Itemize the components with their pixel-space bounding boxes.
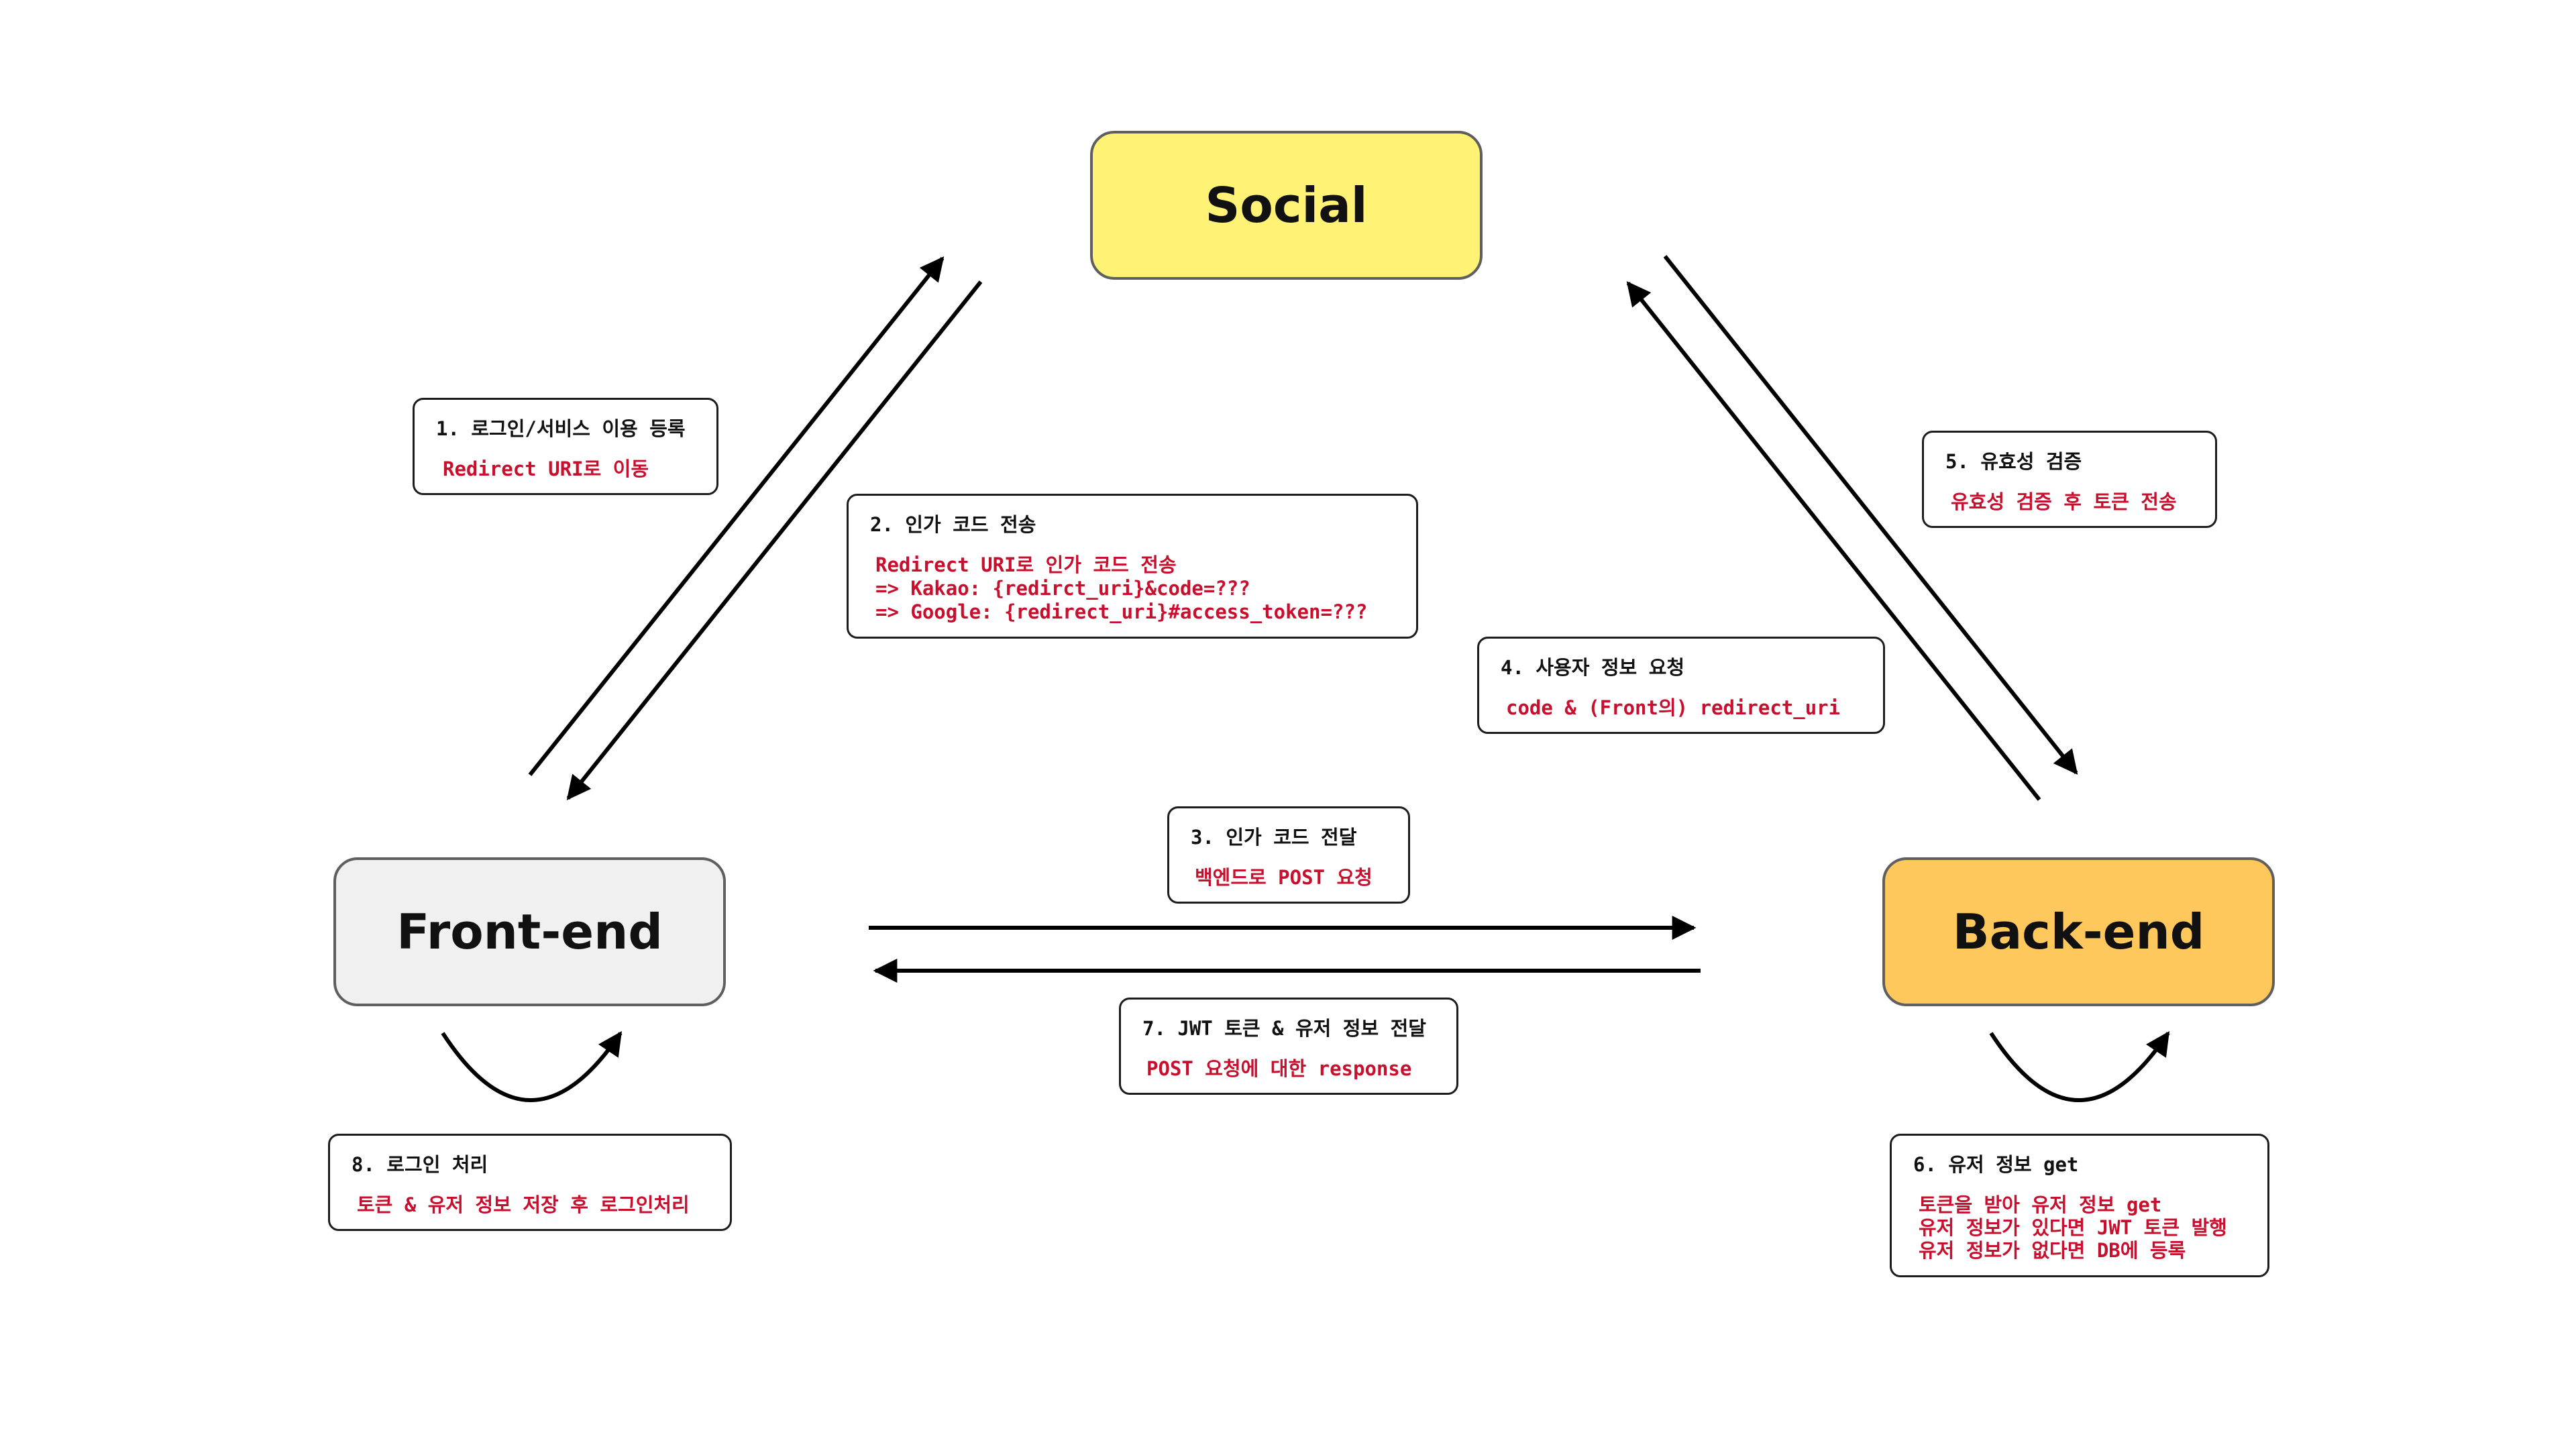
arrow-social-to-backend <box>1663 255 2078 775</box>
step-2-body-line: => Kakao: {redirct_uri}&code=??? <box>875 577 1250 600</box>
step-5-note: 5. 유효성 검증 유효성 검증 후 토큰 전송 <box>1922 431 2217 528</box>
step-8-note: 8. 로그인 처리 토큰 & 유저 정보 저장 후 로그인처리 <box>328 1134 732 1231</box>
backend-label: Back-end <box>1952 904 2205 960</box>
self-loop-frontend <box>441 1031 623 1102</box>
step-1-body-line: Redirect URI로 이동 <box>443 458 649 480</box>
arrow-social-to-frontend <box>566 280 983 800</box>
step-8-body-line: 토큰 & 유저 정보 저장 후 로그인처리 <box>357 1193 690 1216</box>
step-6-body-line: 유저 정보가 있다면 JWT 토큰 발행 <box>1919 1216 2227 1239</box>
step-2-note: 2. 인가 코드 전송 Redirect URI로 인가 코드 전송 => Ka… <box>847 494 1418 639</box>
step-2-body-line: => Google: {redirect_uri}#access_token=?… <box>875 600 1368 623</box>
step-3-title: 3. 인가 코드 전달 <box>1191 826 1357 849</box>
step-3-note: 3. 인가 코드 전달 백엔드로 POST 요청 <box>1167 806 1410 904</box>
step-1-title: 1. 로그인/서비스 이용 등록 <box>436 417 686 440</box>
step-8-title: 8. 로그인 처리 <box>352 1153 488 1176</box>
step-3-body-line: 백엔드로 POST 요청 <box>1195 866 1373 889</box>
backend-node: Back-end <box>1882 857 2275 1006</box>
step-4-note: 4. 사용자 정보 요청 code & (Front의) redirect_ur… <box>1477 637 1885 734</box>
frontend-node: Front-end <box>333 857 726 1006</box>
step-7-body-line: POST 요청에 대한 response <box>1146 1057 1412 1080</box>
self-loop-backend <box>1989 1031 2170 1102</box>
step-4-title: 4. 사용자 정보 요청 <box>1501 656 1685 679</box>
arrow-backend-to-social <box>1626 281 2041 801</box>
step-6-note: 6. 유저 정보 get 토큰을 받아 유저 정보 get 유저 정보가 있다면… <box>1890 1134 2269 1277</box>
social-label: Social <box>1205 177 1368 233</box>
step-5-body-line: 유효성 검증 후 토큰 전송 <box>1951 490 2177 513</box>
step-7-note: 7. JWT 토큰 & 유저 정보 전달 POST 요청에 대한 respons… <box>1119 998 1458 1095</box>
step-5-title: 5. 유효성 검증 <box>1945 450 2082 473</box>
step-6-body-line: 토큰을 받아 유저 정보 get <box>1919 1193 2162 1216</box>
step-6-title: 6. 유저 정보 get <box>1913 1153 2079 1176</box>
step-1-note: 1. 로그인/서비스 이용 등록 Redirect URI로 이동 <box>413 398 718 495</box>
step-2-body-line: Redirect URI로 인가 코드 전송 <box>875 553 1177 576</box>
social-node: Social <box>1090 131 1483 280</box>
step-2-title: 2. 인가 코드 전송 <box>870 513 1036 536</box>
frontend-label: Front-end <box>396 904 663 960</box>
step-4-body-line: code & (Front의) redirect_uri <box>1506 696 1841 719</box>
step-6-body-line: 유저 정보가 없다면 DB에 등록 <box>1919 1239 2186 1262</box>
step-7-title: 7. JWT 토큰 & 유저 정보 전달 <box>1142 1017 1426 1040</box>
arrow-frontend-to-social <box>528 256 945 776</box>
